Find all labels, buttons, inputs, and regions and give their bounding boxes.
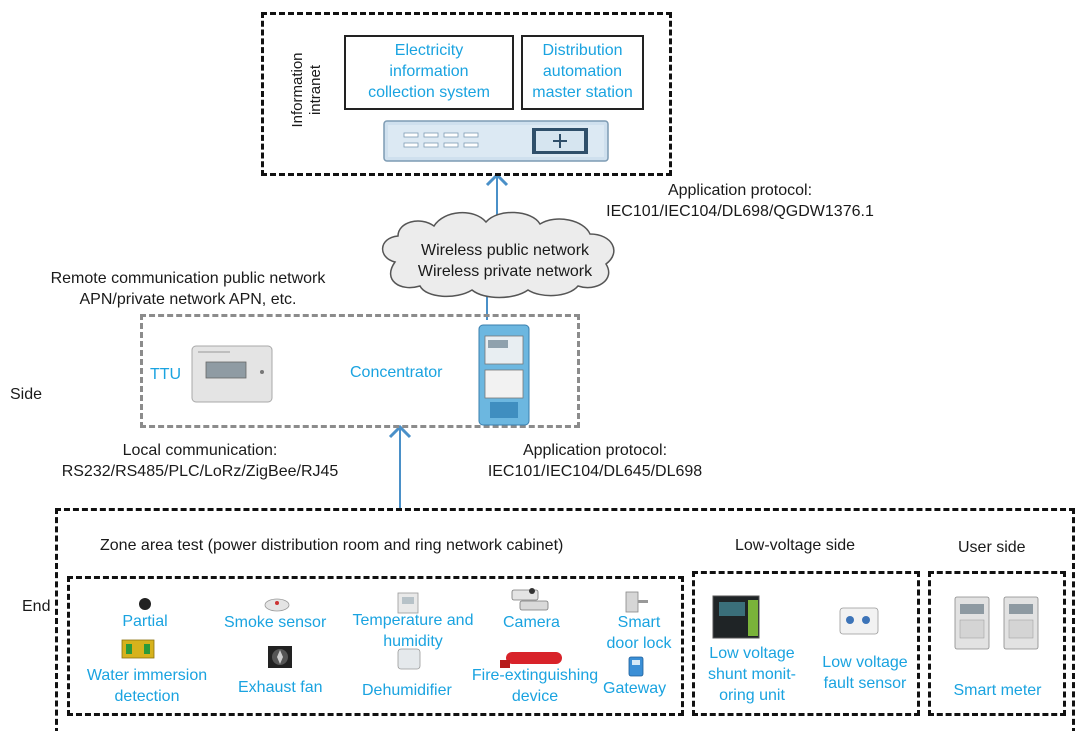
shunt-monitoring-unit-icon <box>712 595 760 639</box>
ttu-label: TTU <box>150 366 182 383</box>
cloud-label: Wireless public network Wireless private… <box>417 242 593 280</box>
fault-sensor-icon <box>839 607 879 635</box>
side-label: Side <box>10 386 43 403</box>
remote-communication-label: Remote communication public network APN/… <box>50 270 326 308</box>
zone-area-title: Zone area test (power distribution room … <box>100 537 564 554</box>
partial-discharge-icon <box>139 598 151 610</box>
exhaust-fan-label: Exhaust fan <box>238 679 323 696</box>
gateway-label: Gateway <box>603 680 667 697</box>
user-side-title: User side <box>958 539 1026 556</box>
lower-application-protocol: Application protocol: IEC101/IEC104/DL64… <box>487 442 703 480</box>
camera-icon <box>511 588 549 611</box>
electricity-system-box <box>344 35 514 110</box>
end-outer-box <box>55 508 1075 731</box>
exhaust-fan-icon <box>268 646 292 668</box>
distribution-station-label: Distribution automation master station <box>532 42 633 101</box>
partial-label: Partial <box>122 613 168 630</box>
upper-application-protocol: Application protocol: IEC101/IEC104/DL69… <box>606 182 874 220</box>
low-voltage-box <box>692 571 920 716</box>
zone-area-box <box>67 576 684 716</box>
distribution-station-box <box>521 35 644 110</box>
local-communication-label: Local communication: RS232/RS485/PLC/LoR… <box>61 442 339 480</box>
fire-extinguishing-icon <box>500 652 562 668</box>
temperature-humidity-icon <box>397 592 419 614</box>
concentrator-label: Concentrator <box>350 364 443 381</box>
water-immersion-label: Water immersion detection <box>86 667 208 705</box>
fault-sensor-label: Low voltage fault sensor <box>822 654 908 692</box>
smart-meter-label: Smart meter <box>953 682 1042 699</box>
smart-meter-icon-1 <box>954 596 990 650</box>
low-voltage-side-title: Low-voltage side <box>735 537 856 554</box>
smoke-sensor-icon <box>264 598 290 612</box>
fire-extinguishing-label: Fire-extinguishing device <box>471 667 599 705</box>
dehumidifier-icon <box>397 648 421 670</box>
smoke-sensor-label: Smoke sensor <box>224 614 327 631</box>
dehumidifier-label: Dehumidifier <box>362 682 452 699</box>
smart-meter-icon-2 <box>1003 596 1039 650</box>
water-immersion-icon <box>121 639 155 659</box>
side-box <box>140 314 580 428</box>
temperature-humidity-label: Temperature and humidity <box>352 612 474 650</box>
intranet-box <box>261 12 672 176</box>
end-label: End <box>22 598 51 615</box>
gateway-icon <box>628 656 644 677</box>
camera-label: Camera <box>503 614 560 631</box>
shunt-monitoring-label: Low voltage shunt monit- oring unit <box>707 645 797 704</box>
electricity-system-label: Electricity information collection syste… <box>368 42 490 101</box>
user-side-box <box>928 571 1066 716</box>
door-lock-icon <box>625 591 648 613</box>
smart-door-lock-label: Smart door lock <box>606 614 672 652</box>
